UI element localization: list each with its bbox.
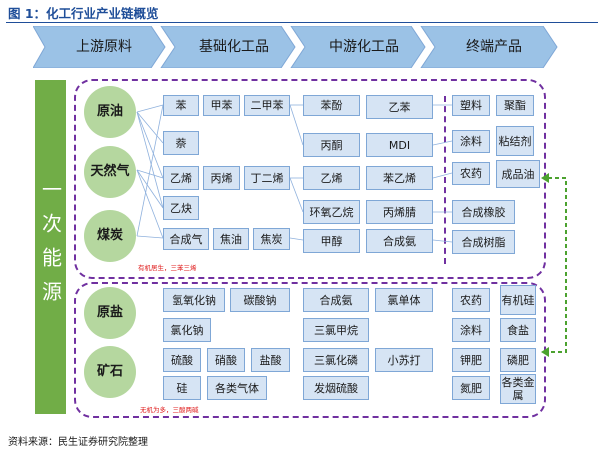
- source-raw-salt: 原盐: [84, 287, 136, 339]
- basic-sodium-hydroxide: 氢氧化钠: [163, 288, 225, 312]
- end-polyester: 聚酯: [496, 95, 534, 116]
- basic-propylene: 丙烯: [203, 166, 240, 190]
- basic-naphthalene: 萘: [163, 131, 199, 155]
- basic-tar: 焦油: [213, 228, 249, 250]
- source-note: 资料来源：民生证券研究院整理: [8, 437, 148, 448]
- end-nitrogen-fertilizer: 氮肥: [452, 376, 490, 400]
- mid-styrene: 苯乙烯: [366, 166, 433, 190]
- source-ore: 矿石: [84, 346, 136, 398]
- basic-acetylene: 乙炔: [163, 196, 199, 220]
- basic-syngas: 合成气: [163, 228, 209, 250]
- pillar-label: 一次能源: [38, 179, 63, 315]
- mid-chlorine-monomer: 氯单体: [375, 288, 433, 312]
- source-coal: 煤炭: [84, 210, 136, 262]
- source-natural-gas: 天然气: [84, 146, 136, 198]
- basic-nitric-acid: 硝酸: [207, 348, 245, 372]
- end-coatings-2: 涂料: [452, 318, 490, 342]
- title-divider: [6, 22, 598, 23]
- mid-phenol: 苯酚: [303, 95, 360, 116]
- basic-xylene: 二甲苯: [244, 95, 290, 116]
- mid-oleum: 发烟硫酸: [303, 376, 369, 400]
- stage-end-products: 终端产品: [466, 39, 522, 55]
- stage-upstream: 上游原料: [76, 39, 132, 55]
- end-synthetic-rubber: 合成橡胶: [452, 200, 515, 224]
- end-plastics: 塑料: [452, 95, 490, 116]
- mid-acrylonitrile: 丙烯腈: [366, 200, 433, 224]
- mid-baking-soda: 小苏打: [375, 348, 433, 372]
- basic-coke: 焦炭: [253, 228, 290, 250]
- mid-ethylene-oxide: 环氧乙烷: [303, 200, 360, 224]
- mid-mdi: MDI: [366, 133, 433, 157]
- basic-sulfuric-acid: 硫酸: [163, 348, 201, 372]
- basic-hydrochloric-acid: 盐酸: [251, 348, 290, 372]
- stage-chevrons: [32, 25, 558, 69]
- basic-toluene: 甲苯: [203, 95, 240, 116]
- stage-banner: 上游原料 基础化工品 中游化工品 终端产品: [32, 25, 558, 69]
- mid-acetone: 丙酮: [303, 133, 360, 157]
- basic-gases: 各类气体: [207, 376, 267, 400]
- end-synthetic-resin: 合成树脂: [452, 230, 515, 254]
- basic-ethylene: 乙烯: [163, 166, 199, 190]
- stage-basic-chemicals: 基础化工品: [199, 39, 269, 55]
- end-potash-fertilizer: 钾肥: [452, 348, 490, 372]
- basic-butadiene: 丁二烯: [244, 166, 290, 190]
- end-pesticide: 农药: [452, 162, 490, 185]
- mid-ammonia: 合成氨: [366, 229, 433, 253]
- end-adhesive: 粘结剂: [496, 126, 534, 156]
- basic-silicon: 硅: [163, 376, 201, 400]
- end-metals: 各类金属: [500, 374, 536, 404]
- end-table-salt: 食盐: [500, 318, 536, 342]
- figure-title: 图 1：化工行业产业链概览: [8, 6, 159, 21]
- mid-synthetic-ammonia: 合成氨: [303, 288, 369, 312]
- mid-phosphorus-trichloride: 三氯化磷: [303, 348, 369, 372]
- mid-ethylene: 乙烯: [303, 166, 360, 190]
- basic-sodium-carbonate: 碳酸钠: [230, 288, 290, 312]
- source-crude-oil: 原油: [84, 86, 136, 138]
- mid-ethylbenzene: 乙苯: [366, 95, 433, 119]
- end-pesticide-2: 农药: [452, 288, 490, 312]
- stage-midstream-chemicals: 中游化工品: [329, 39, 399, 55]
- basic-benzene: 苯: [163, 95, 199, 116]
- end-coatings: 涂料: [452, 130, 490, 153]
- end-refined-oil: 成品油: [496, 160, 540, 188]
- primary-energy-pillar: 一次能源: [35, 80, 66, 414]
- basic-sodium-chloride: 氯化钠: [163, 318, 211, 342]
- inorganic-note: 无机为多，三酸两碱: [140, 406, 199, 414]
- end-phosphate-fertilizer: 磷肥: [500, 348, 536, 372]
- end-organosilicon: 有机硅: [500, 285, 536, 315]
- mid-methanol: 甲醇: [303, 229, 360, 253]
- mid-chloroform: 三氯甲烷: [303, 318, 369, 342]
- organic-note: 有机居生，三苯三烯: [138, 264, 197, 272]
- organic-divider: [444, 96, 446, 264]
